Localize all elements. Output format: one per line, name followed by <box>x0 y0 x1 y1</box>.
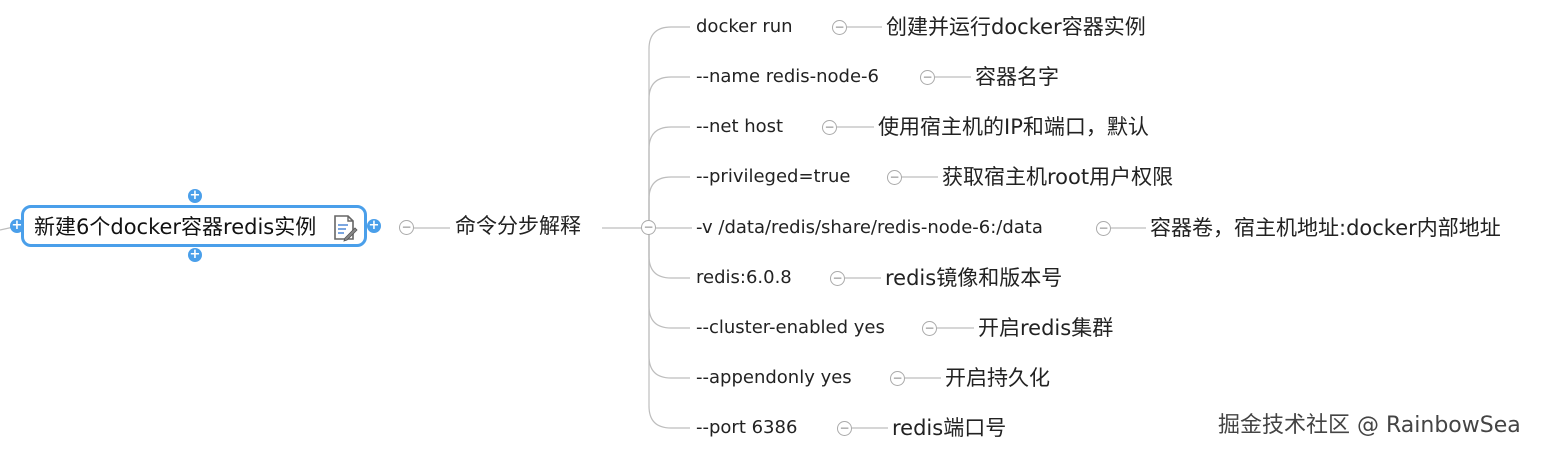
note-edit-icon[interactable] <box>332 214 358 242</box>
branch-curve <box>648 76 690 228</box>
mid-topic-label: 命令分步解释 <box>455 214 581 238</box>
description-text: 创建并运行docker容器实例 <box>886 15 1146 39</box>
branch-curve <box>648 26 690 228</box>
collapse-toggle-icon[interactable]: − <box>920 70 935 85</box>
command-text: redis:6.0.8 <box>696 267 792 288</box>
branch-curve <box>648 176 690 228</box>
description-text: redis镜像和版本号 <box>885 266 1063 290</box>
command-text: docker run <box>696 16 793 37</box>
collapse-toggle-icon[interactable]: − <box>832 20 847 35</box>
branch-curve <box>648 126 690 228</box>
add-left-icon[interactable]: + <box>10 218 24 233</box>
description-text: 容器名字 <box>975 65 1059 89</box>
desc-connectors <box>837 26 1146 429</box>
collapse-root-toggle-icon[interactable]: − <box>399 220 414 235</box>
add-top-icon[interactable]: + <box>188 188 202 203</box>
command-text: -v /data/redis/share/redis-node-6:/data <box>696 217 1043 238</box>
command-text: --port 6386 <box>696 417 798 438</box>
collapse-toggle-icon[interactable]: − <box>887 170 902 185</box>
branch-curve <box>648 228 690 279</box>
description-text: 使用宿主机的IP和端口，默认 <box>878 115 1149 139</box>
root-node[interactable]: 新建6个docker容器redis实例 <box>21 205 367 247</box>
description-text: redis端口号 <box>892 416 1007 440</box>
command-text: --cluster-enabled yes <box>696 317 885 338</box>
branch-curves <box>648 26 692 429</box>
description-text: 容器卷，宿主机地址:docker内部地址 <box>1150 216 1501 240</box>
description-text: 开启redis集群 <box>978 316 1114 340</box>
branch-curve <box>648 228 690 379</box>
description-text: 开启持久化 <box>945 366 1050 390</box>
command-text: --appendonly yes <box>696 367 852 388</box>
command-text: --privileged=true <box>696 166 851 187</box>
watermark: 掘金技术社区 @ RainbowSea <box>1218 413 1521 438</box>
collapse-toggle-icon[interactable]: − <box>922 321 937 336</box>
command-text: --net host <box>696 116 784 137</box>
description-text: 获取宿主机root用户权限 <box>942 165 1174 189</box>
root-title: 新建6个docker容器redis实例 <box>34 215 317 239</box>
add-bottom-icon[interactable]: + <box>188 247 202 262</box>
collapse-toggle-icon[interactable]: − <box>830 271 845 286</box>
collapse-toggle-icon[interactable]: − <box>890 371 905 386</box>
branch-curve <box>648 228 690 429</box>
add-right-icon[interactable]: + <box>367 218 381 233</box>
collapse-mid-toggle-icon[interactable]: − <box>641 220 656 235</box>
collapse-toggle-icon[interactable]: − <box>822 120 837 135</box>
collapse-toggle-icon[interactable]: − <box>837 421 852 436</box>
collapse-toggle-icon[interactable]: − <box>1096 221 1111 236</box>
command-text: --name redis-node-6 <box>696 66 880 87</box>
